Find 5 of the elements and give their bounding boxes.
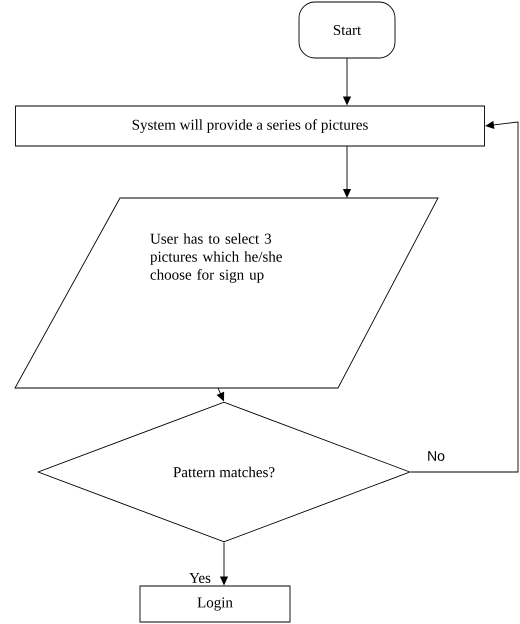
edge-label: No — [426, 450, 446, 462]
process-box: Login — [140, 586, 290, 622]
start-terminal: Start — [298, 2, 396, 58]
edge-label: Yes — [189, 573, 210, 583]
process-box: System will provide a series of pictures — [15, 106, 485, 146]
